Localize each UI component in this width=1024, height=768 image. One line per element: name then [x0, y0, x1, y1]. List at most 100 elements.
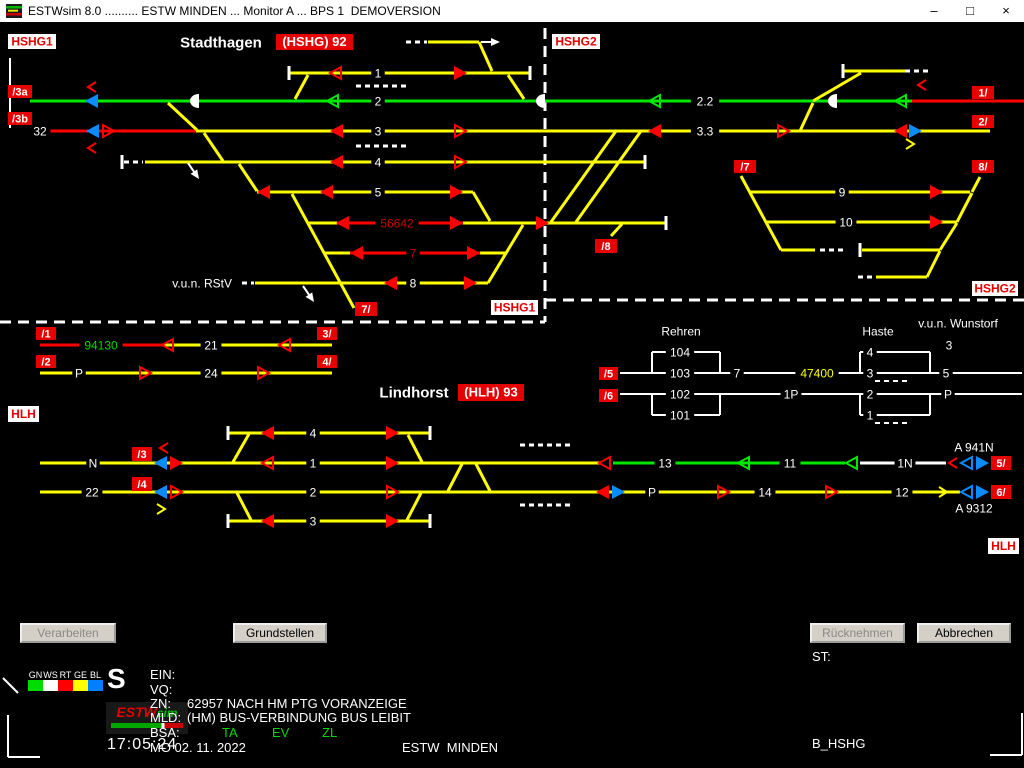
signal-left-outline[interactable] [596, 455, 611, 471]
signal-left-outline[interactable] [843, 455, 858, 471]
signal-right-outline[interactable] [139, 365, 154, 381]
signal-left-solid[interactable] [261, 426, 274, 440]
signal-left-solid[interactable] [894, 124, 907, 138]
signal-left-solid[interactable] [154, 456, 167, 470]
signal-left-outline[interactable] [276, 337, 291, 353]
signal-left-solid[interactable] [330, 155, 343, 169]
signal-left-solid[interactable] [85, 94, 98, 108]
signal-left-outline[interactable] [892, 93, 907, 109]
signal-left-solid[interactable] [350, 246, 363, 260]
exit-tag-3-label[interactable]: 3/ [322, 329, 331, 341]
entry-tag-2-label[interactable]: /2 [41, 357, 50, 369]
signal-right-solid[interactable] [976, 456, 989, 470]
signal-white[interactable] [190, 94, 199, 108]
entry-tag-6[interactable] [599, 389, 618, 402]
signal-white[interactable] [536, 94, 545, 108]
entry-tag-hlh-3[interactable] [132, 447, 152, 461]
signal-left-outline[interactable] [159, 337, 174, 353]
abbrechen-button[interactable]: Abbrechen [917, 623, 1011, 643]
exit-tag-1[interactable] [972, 86, 994, 99]
signal-right-solid[interactable] [536, 216, 549, 230]
signal-left-solid[interactable] [330, 124, 343, 138]
exit-tag-6[interactable] [991, 485, 1011, 499]
exit-tag-7-label[interactable]: 7/ [361, 304, 370, 316]
signal-right-outline[interactable] [825, 484, 840, 500]
exit-tag-1-label[interactable]: 1/ [978, 88, 987, 100]
signal-left-outline[interactable] [735, 455, 750, 471]
entry-tag-3b-label[interactable]: /3b [12, 114, 28, 126]
entry-tag-5[interactable] [599, 367, 618, 380]
signal-right-solid[interactable] [386, 514, 399, 528]
signal-right-solid[interactable] [909, 124, 922, 138]
exit-tag-4-label[interactable]: 4/ [322, 357, 331, 369]
entry-tag-3a-label[interactable]: /3a [12, 87, 28, 99]
exit-tag-6-label[interactable]: 6/ [996, 487, 1005, 499]
signal-right-solid[interactable] [612, 485, 625, 499]
ruecknehmen-button[interactable]: Rücknehmen [810, 623, 905, 643]
entry-tag-8[interactable] [595, 239, 617, 253]
signal-right-solid[interactable] [386, 456, 399, 470]
signal-right-outline[interactable] [454, 154, 469, 170]
signal-right-solid[interactable] [464, 276, 477, 290]
entry-tag-2[interactable] [36, 355, 56, 368]
exit-tag-5[interactable] [991, 456, 1011, 470]
signal-right-solid[interactable] [467, 246, 480, 260]
exit-tag-4[interactable] [317, 355, 337, 368]
grundstellen-button[interactable]: Grundstellen [233, 623, 327, 643]
signal-right-solid[interactable] [976, 485, 989, 499]
signal-left-solid[interactable] [261, 514, 274, 528]
signal-right-solid[interactable] [930, 185, 943, 199]
signal-left-outline[interactable] [958, 455, 973, 471]
close-button[interactable]: × [1002, 3, 1010, 18]
signal-left-solid[interactable] [86, 124, 99, 138]
signal-left-outline[interactable] [646, 93, 661, 109]
signal-left-solid[interactable] [257, 185, 270, 199]
exit-tag-2[interactable] [972, 115, 994, 128]
signal-left-outline[interactable] [259, 455, 274, 471]
minimize-button[interactable]: – [930, 3, 938, 18]
signal-right-outline[interactable] [777, 123, 792, 139]
signal-right-solid[interactable] [170, 456, 183, 470]
signal-right-solid[interactable] [930, 215, 943, 229]
signal-right-outline[interactable] [386, 484, 401, 500]
app-icon[interactable] [6, 4, 22, 18]
signal-right-solid[interactable] [454, 66, 467, 80]
signal-right-outline[interactable] [717, 484, 732, 500]
signal-right-outline[interactable] [102, 123, 117, 139]
entry-tag-8-label[interactable]: /8 [601, 241, 610, 253]
signal-right-outline[interactable] [454, 123, 469, 139]
exit-tag-8[interactable] [972, 160, 994, 173]
entry-tag-7-label[interactable]: /7 [740, 162, 749, 174]
signal-white[interactable] [828, 94, 837, 108]
signal-left-solid[interactable] [596, 485, 609, 499]
entry-tag-7[interactable] [734, 160, 756, 173]
verarbeiten-button[interactable]: Verarbeiten [20, 623, 116, 643]
signal-left-solid[interactable] [336, 216, 349, 230]
signal-right-solid[interactable] [450, 216, 463, 230]
signal-left-solid[interactable] [320, 185, 333, 199]
entry-tag-hlh-3-label[interactable]: /3 [137, 449, 146, 461]
signal-left-solid[interactable] [648, 124, 661, 138]
exit-tag-5-label[interactable]: 5/ [996, 458, 1005, 470]
entry-tag-1-label[interactable]: /1 [41, 329, 50, 341]
entry-tag-5-label[interactable]: /5 [604, 369, 613, 381]
signal-left-outline[interactable] [324, 93, 339, 109]
entry-tag-1[interactable] [36, 327, 56, 340]
signal-left-solid[interactable] [384, 276, 397, 290]
entry-tag-3a[interactable] [8, 85, 32, 98]
signal-left-solid[interactable] [154, 485, 167, 499]
signal-left-outline[interactable] [327, 65, 342, 81]
signal-right-solid[interactable] [450, 185, 463, 199]
signal-right-outline[interactable] [170, 484, 185, 500]
maximize-button[interactable]: □ [966, 3, 974, 18]
signal-right-outline[interactable] [257, 365, 272, 381]
exit-tag-3[interactable] [317, 327, 337, 340]
signal-left-outline[interactable] [958, 484, 973, 500]
signal-right-solid[interactable] [386, 426, 399, 440]
entry-tag-hlh-4[interactable] [132, 477, 152, 491]
exit-tag-7[interactable] [355, 302, 377, 316]
exit-tag-8-label[interactable]: 8/ [978, 162, 987, 174]
entry-tag-hlh-4-label[interactable]: /4 [137, 479, 147, 491]
exit-tag-2-label[interactable]: 2/ [978, 117, 987, 129]
entry-tag-3b[interactable] [8, 112, 32, 125]
